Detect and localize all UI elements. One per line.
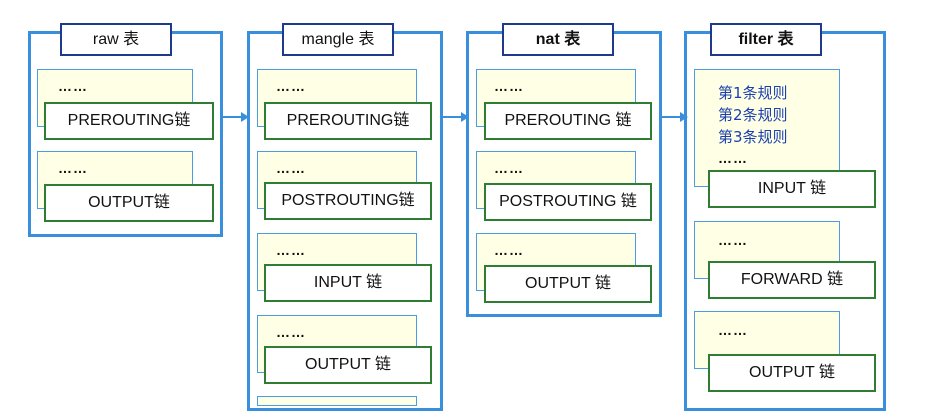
nat-output-dots: …… <box>494 242 524 258</box>
filter-input-dots: …… <box>718 150 748 166</box>
raw-table-title: raw 表 <box>60 23 172 56</box>
filter-forward-chain: FORWARD 链 <box>708 261 876 299</box>
mangle-postrouting-dots: …… <box>276 160 306 176</box>
filter-output-dots: …… <box>718 322 748 338</box>
filter-input-chain: INPUT 链 <box>708 170 876 208</box>
mangle-input-dots: …… <box>276 242 306 258</box>
mangle-table-title: mangle 表 <box>282 23 394 56</box>
nat-output-chain: OUTPUT 链 <box>484 265 652 303</box>
filter-forward-dots: …… <box>718 232 748 248</box>
raw-prerouting-chain: PREROUTING链 <box>44 102 214 140</box>
mangle-prerouting-dots: …… <box>276 78 306 94</box>
raw-output-dots: …… <box>58 160 88 176</box>
nat-prerouting-dots: …… <box>494 78 524 94</box>
filter-rule-3: 第3条规则 <box>718 128 788 146</box>
raw-to-mangle-arrow <box>223 112 249 122</box>
mangle-to-nat-arrow <box>443 112 469 122</box>
nat-postrouting-dots: …… <box>494 160 524 176</box>
raw-prerouting-dots: …… <box>58 78 88 94</box>
filter-rule-1: 第1条规则 <box>718 84 788 102</box>
raw-output-chain: OUTPUT链 <box>44 184 214 222</box>
mangle-input-chain: INPUT 链 <box>264 264 432 302</box>
filter-rule-2: 第2条规则 <box>718 106 788 124</box>
nat-prerouting-chain: PREROUTING 链 <box>484 102 652 140</box>
nat-to-filter-arrow <box>662 112 688 122</box>
filter-output-chain: OUTPUT 链 <box>708 354 876 392</box>
mangle-prerouting-chain: PREROUTING链 <box>264 102 432 140</box>
mangle-output-dots: …… <box>276 324 306 340</box>
filter-table-title: filter 表 <box>710 23 822 56</box>
mangle-partial-rule-box <box>257 396 417 406</box>
mangle-postrouting-chain: POSTROUTING链 <box>264 182 432 220</box>
nat-table-title: nat 表 <box>502 23 614 56</box>
mangle-output-chain: OUTPUT 链 <box>264 346 432 384</box>
nat-postrouting-chain: POSTROUTING 链 <box>484 183 652 221</box>
